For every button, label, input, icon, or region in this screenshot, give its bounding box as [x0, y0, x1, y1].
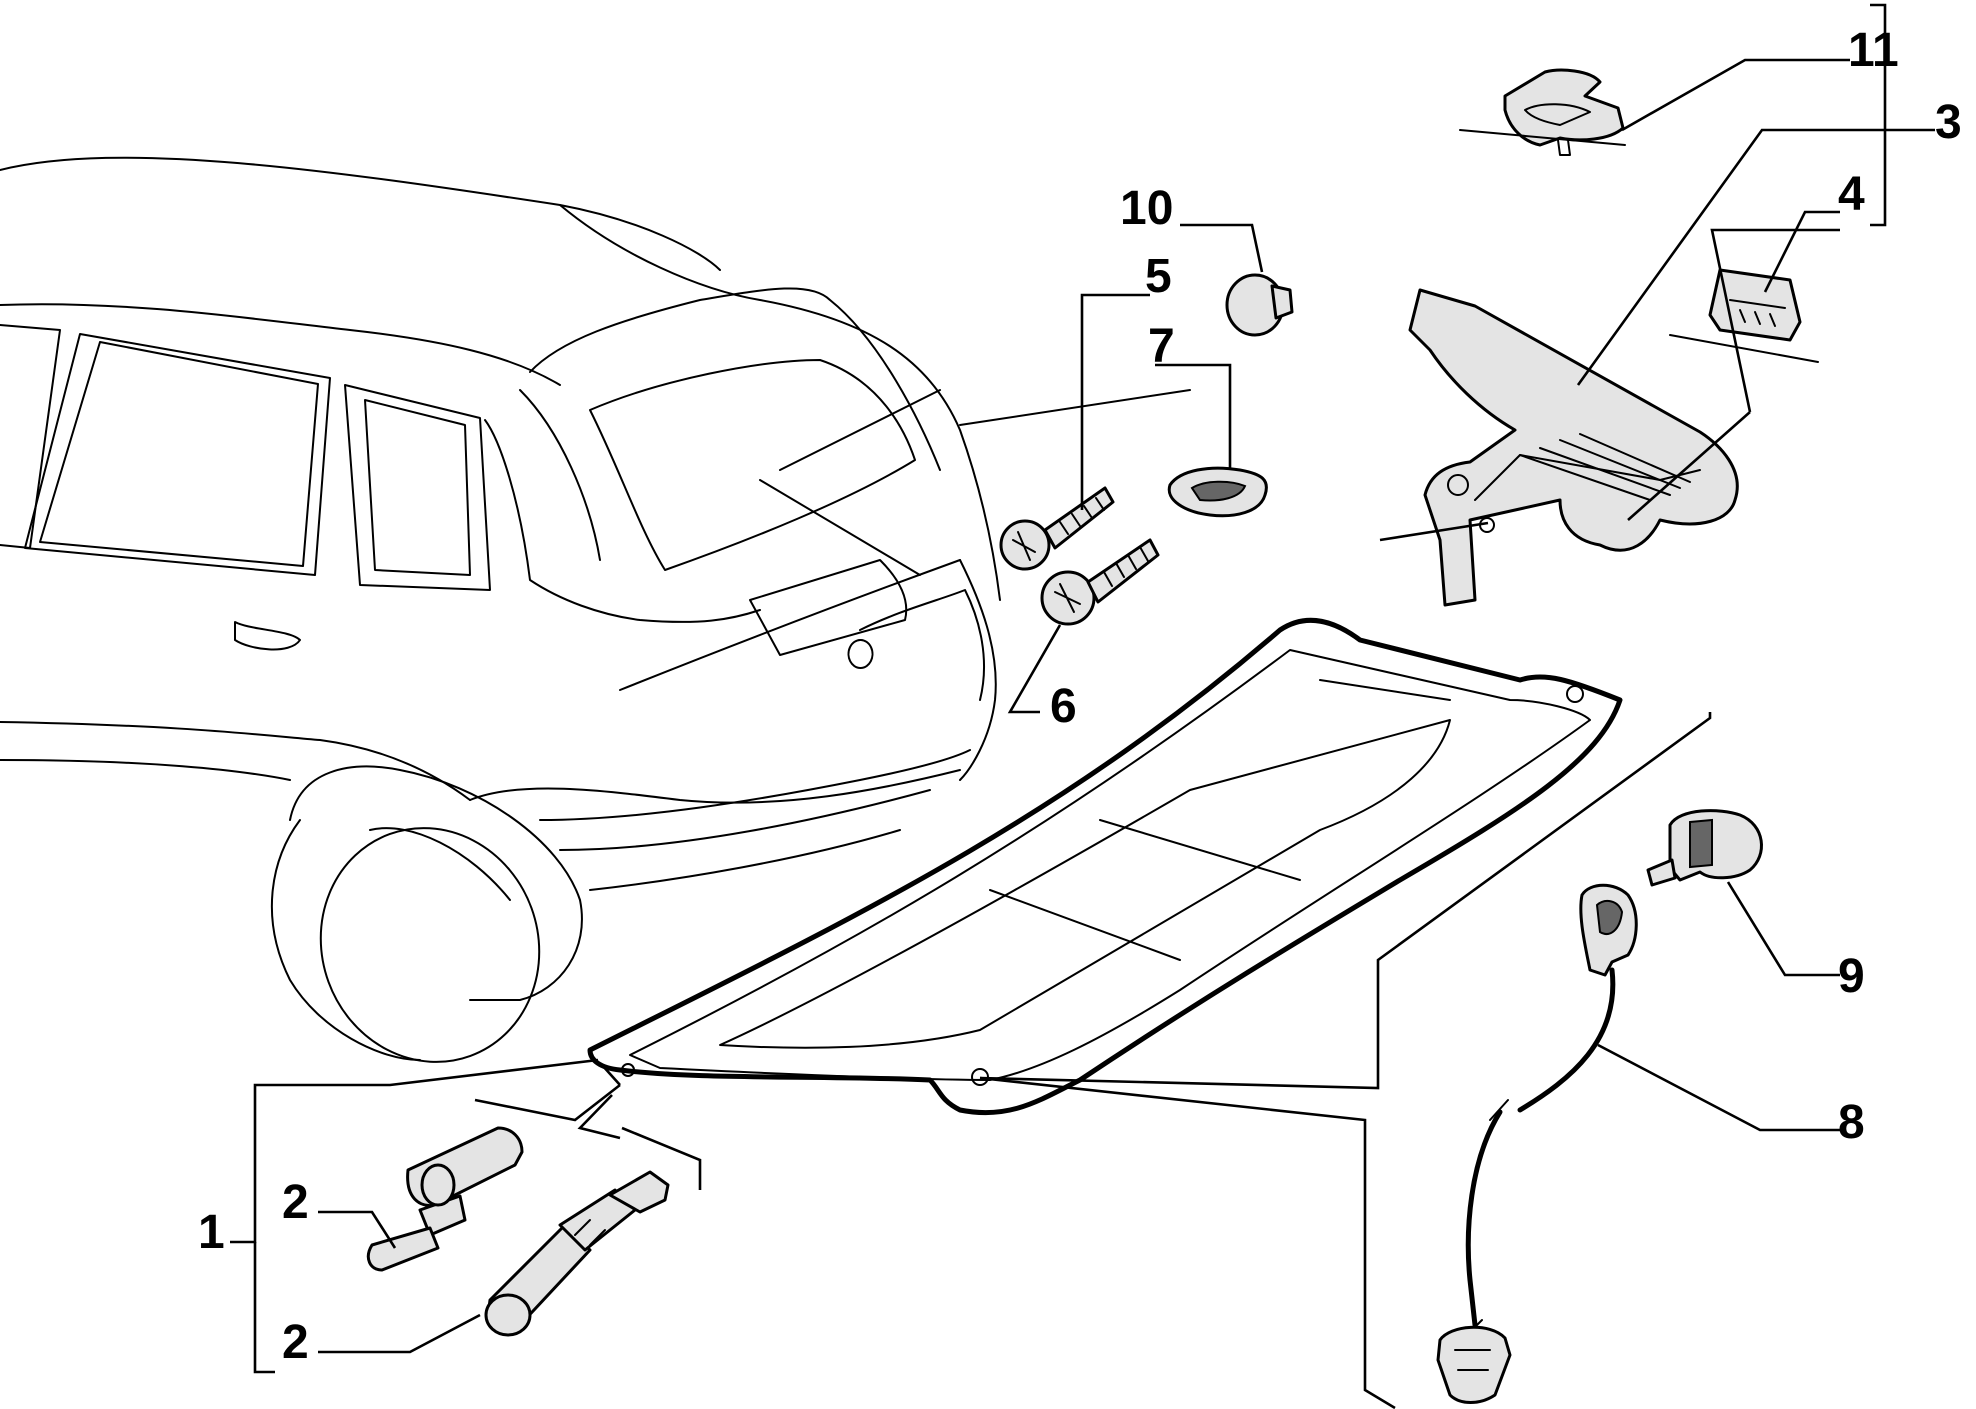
callout-1: 1 [198, 1206, 225, 1259]
screw-part-6 [1040, 538, 1160, 626]
callout-7: 7 [1148, 320, 1175, 373]
parcel-shelf [587, 618, 1623, 1116]
pin-part-2-lower [484, 1170, 670, 1337]
callout-3: 3 [1935, 96, 1962, 149]
car-outline [0, 156, 1191, 1063]
pin-part-2-upper [366, 1126, 524, 1272]
callout-2-upper: 2 [282, 1176, 309, 1229]
grommet-part-7 [1167, 466, 1268, 518]
callout-8: 8 [1838, 1096, 1865, 1149]
screw-part-5 [999, 486, 1115, 571]
callout-2-lower: 2 [282, 1316, 309, 1369]
plug-part-10 [1225, 273, 1294, 337]
part-4-guide-lines [1459, 129, 1819, 363]
retainer-part-9 [1646, 809, 1763, 887]
shelf-bracket [1408, 288, 1739, 607]
callout-5: 5 [1145, 250, 1172, 303]
callout-11: 11 [1848, 24, 1899, 77]
callout-4: 4 [1838, 168, 1865, 221]
callout-10: 10 [1120, 182, 1173, 235]
cord-part-8 [1436, 883, 1638, 1404]
callout-6: 6 [1050, 680, 1077, 733]
callout-9: 9 [1838, 950, 1865, 1003]
leader-lines [230, 3, 1935, 1409]
